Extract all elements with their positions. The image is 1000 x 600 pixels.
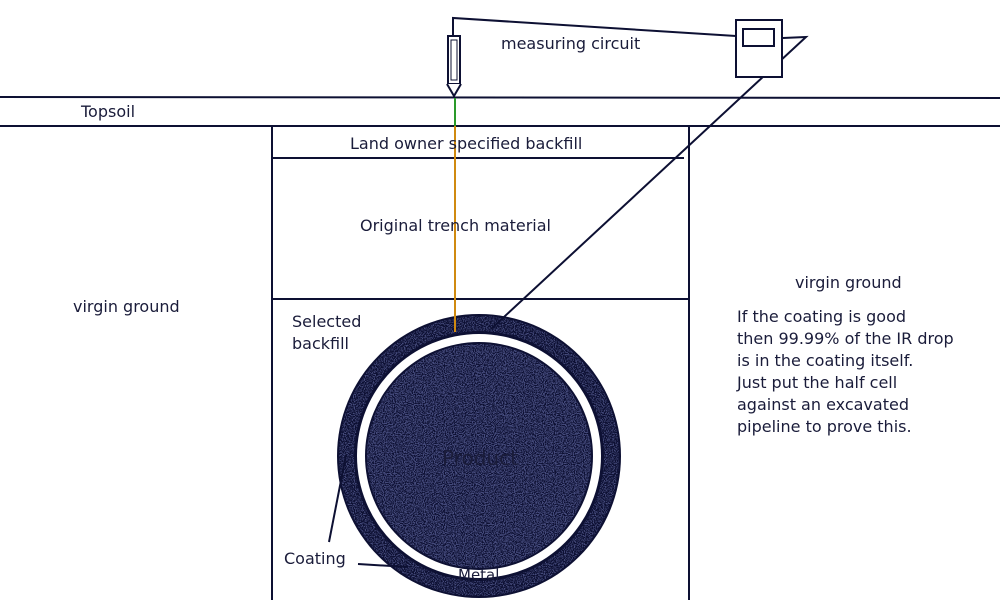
half-cell-electrode-icon bbox=[446, 35, 462, 98]
voltmeter-icon bbox=[735, 19, 783, 78]
circuit-wire-to-electrode bbox=[452, 16, 737, 37]
coating-note: If the coating is good then 99.99% of th… bbox=[737, 306, 954, 438]
selected-backfill-label-line2: backfill bbox=[292, 334, 349, 353]
note-line: Just put the half cell bbox=[737, 373, 898, 392]
product-label: Product bbox=[442, 446, 518, 470]
land-owner-backfill-label: Land owner specified backfill bbox=[350, 134, 583, 153]
virgin-ground-left-label: virgin ground bbox=[73, 297, 180, 316]
metal-label: Metal bbox=[458, 566, 500, 584]
virgin-ground-right-label: virgin ground bbox=[795, 273, 902, 292]
selected-backfill-label-line1: Selected bbox=[292, 312, 362, 331]
ground-surface-line bbox=[0, 96, 1000, 99]
coating-label: Coating bbox=[284, 549, 346, 568]
measuring-circuit-label: measuring circuit bbox=[501, 34, 641, 53]
coating-leader-2 bbox=[357, 563, 409, 568]
coating-leader-1 bbox=[328, 454, 347, 543]
note-line: is in the coating itself. bbox=[737, 351, 914, 370]
note-line: If the coating is good bbox=[737, 307, 907, 326]
note-line: pipeline to prove this. bbox=[737, 417, 912, 436]
note-line: against an excavated bbox=[737, 395, 909, 414]
original-trench-material-label: Original trench material bbox=[360, 216, 551, 235]
note-line: then 99.99% of the IR drop bbox=[737, 329, 954, 348]
topsoil-label: Topsoil bbox=[81, 102, 136, 121]
circuit-wire-to-pipe bbox=[490, 35, 809, 330]
pipe bbox=[337, 314, 621, 598]
